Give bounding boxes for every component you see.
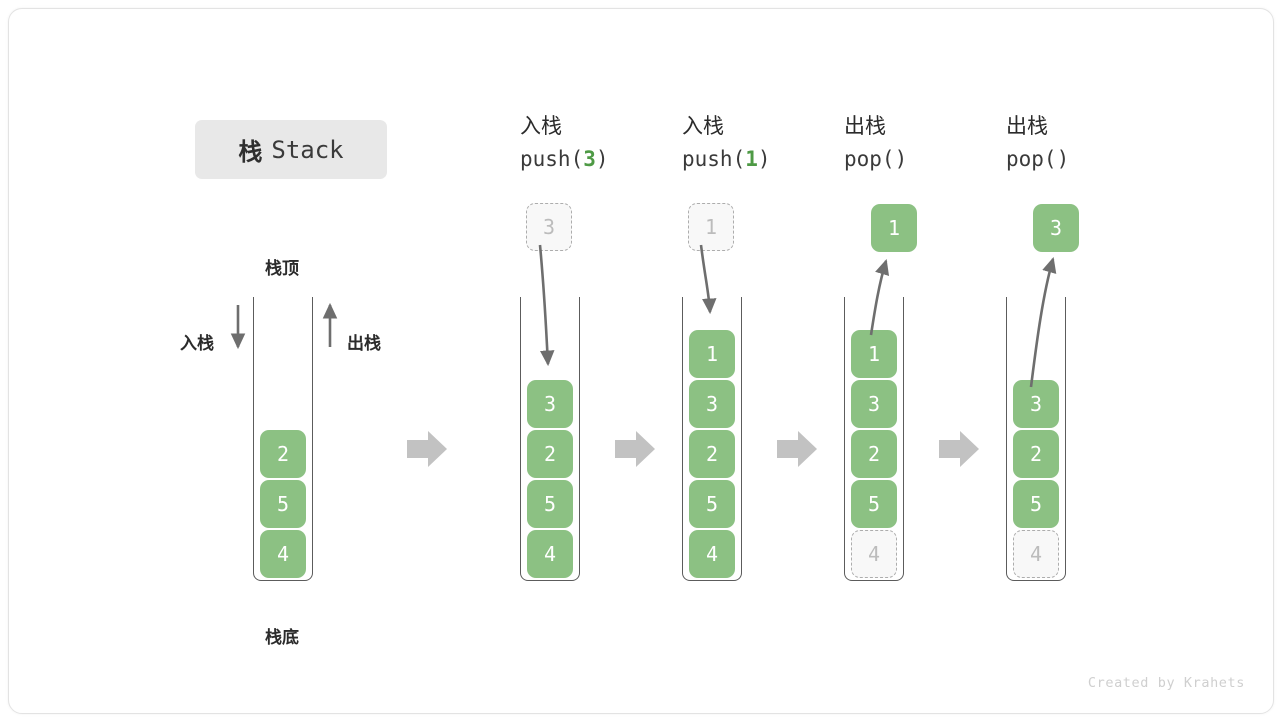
fn-close: ) [757,147,771,171]
stack-cells: 4 5 2 3 [1010,379,1062,579]
diagram-canvas: 栈 Stack 栈顶 栈底 入栈 出栈 入栈 push(3) 入栈 push(1… [9,9,1273,713]
stack-cell: 2 [1013,430,1059,478]
stack-cell: 4 [689,530,735,578]
stack-cells: 4 5 2 3 1 [686,329,738,579]
stack-walls [253,297,313,581]
fn-name: push( [682,147,746,171]
popped-value-box-3: 3 [1033,204,1079,252]
column-header-title: 出栈 [1006,114,1048,138]
stack-cell: 1 [689,330,735,378]
stack-cell: 5 [527,480,573,528]
column-header-fn: pop() [844,147,908,171]
stack-cell: 2 [527,430,573,478]
fn-arg: 1 [745,147,758,171]
stack-cell: 4 [527,530,573,578]
pop-direction-label: 出栈 [347,334,381,354]
stack-cell: 5 [1013,480,1059,528]
column-header-title: 出栈 [844,114,886,138]
credit-text: Created by Krahets [1087,675,1245,691]
stack-cells: 4 5 2 3 1 [848,329,900,579]
fn-name: push( [520,147,584,171]
incoming-value-box-1: 1 [688,203,734,251]
column-header-pop-1: 出栈 pop() [844,110,1014,176]
step-arrow-1 [407,431,447,467]
stack-walls [844,297,904,581]
stack-cells: 4 5 2 3 [524,379,576,579]
stack-cell: 2 [689,430,735,478]
title-en: Stack [271,135,344,164]
fn-close: ) [595,147,609,171]
stack-cell: 3 [1013,380,1059,428]
stack-container-push-1: 4 5 2 3 1 [682,297,744,583]
stack-container-push-3: 4 5 2 3 [520,297,582,583]
column-header-title: 入栈 [520,114,562,138]
push-direction-label: 入栈 [180,334,214,354]
stack-top-label: 栈顶 [265,259,299,279]
stack-container-pop-1: 4 5 2 3 1 [844,297,906,583]
stack-cell: 5 [851,480,897,528]
stack-cell: 2 [260,430,306,478]
column-header-fn: pop() [1006,147,1070,171]
step-arrow-2 [615,431,655,467]
step-arrow-4 [939,431,979,467]
column-header-title: 入栈 [682,114,724,138]
column-header-fn: push(1) [682,143,852,176]
stack-container-pop-3: 4 5 2 3 [1006,297,1068,583]
fn-arg: 3 [583,147,596,171]
popped-value-box-1: 1 [871,204,917,252]
stack-cells: 4 5 2 [257,429,309,579]
stack-walls [682,297,742,581]
column-header-push-3: 入栈 push(3) [520,110,690,176]
diagram-title-chip: 栈 Stack [195,120,387,179]
stack-cell: 3 [851,380,897,428]
incoming-value-box-3: 3 [526,203,572,251]
diagram-card: 栈 Stack 栈顶 栈底 入栈 出栈 入栈 push(3) 入栈 push(1… [8,8,1274,714]
stack-cell: 4 [260,530,306,578]
stack-cell: 2 [851,430,897,478]
stack-walls [520,297,580,581]
title-cn: 栈 [238,138,263,166]
stack-container-initial: 4 5 2 [253,297,315,583]
stack-cell: 5 [689,480,735,528]
stack-cell: 3 [527,380,573,428]
stack-bottom-label: 栈底 [265,628,299,648]
column-header-pop-3: 出栈 pop() [1006,110,1176,176]
stack-cell: 1 [851,330,897,378]
step-arrow-3 [777,431,817,467]
stack-cell-removed: 4 [851,530,897,578]
stack-walls [1006,297,1066,581]
column-header-push-1: 入栈 push(1) [682,110,852,176]
stack-cell: 3 [689,380,735,428]
stack-cell: 5 [260,480,306,528]
stack-cell-removed: 4 [1013,530,1059,578]
column-header-fn: push(3) [520,143,690,176]
